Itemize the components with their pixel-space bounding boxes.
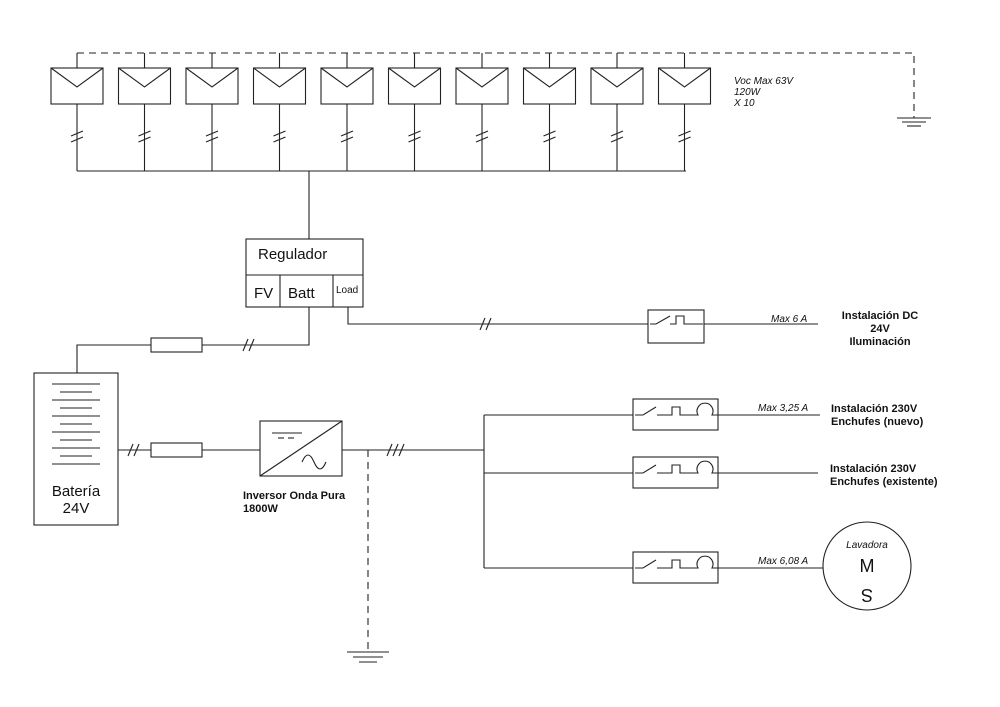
inverter-label-1: Inversor Onda Pura bbox=[243, 490, 346, 502]
two-wire-mark-inverter bbox=[127, 443, 140, 457]
panel-spec-qty: X 10 bbox=[733, 98, 755, 109]
pv-panel bbox=[50, 53, 104, 171]
pv-panel bbox=[455, 53, 509, 171]
regulator-port-pv: FV bbox=[254, 285, 273, 302]
pv-panel bbox=[320, 53, 374, 171]
dc-load-line bbox=[347, 307, 648, 325]
pv-panel bbox=[657, 53, 712, 171]
regulator-port-load: Load bbox=[336, 285, 358, 296]
dc-load-label-3: Iluminación bbox=[849, 336, 910, 348]
regulator-title: Regulador bbox=[258, 246, 327, 263]
two-wire-mark bbox=[340, 130, 354, 143]
two-wire-mark-dc bbox=[479, 317, 492, 331]
washer-motor: Lavadora M S bbox=[822, 521, 912, 611]
battery-label-2: 24V bbox=[63, 500, 90, 517]
ac-label-1b: Enchufes (nuevo) bbox=[831, 416, 924, 428]
pv-panel bbox=[387, 53, 442, 171]
ac-breaker-2 bbox=[484, 456, 818, 489]
ac-breaker-3 bbox=[484, 551, 823, 584]
motor-symbol-m: M bbox=[860, 556, 875, 576]
battery-fuse-top bbox=[150, 337, 203, 353]
regulator: Regulador FV Batt Load bbox=[245, 238, 364, 308]
two-wire-mark-battery bbox=[242, 338, 255, 352]
ac-rating-1: Max 3,25 A bbox=[758, 403, 809, 414]
two-wire-mark bbox=[70, 130, 84, 143]
battery-label-1: Batería bbox=[52, 483, 101, 500]
pv-panel bbox=[117, 53, 172, 171]
regulator-port-batt: Batt bbox=[288, 285, 316, 302]
inverter-earth-symbol bbox=[347, 651, 389, 663]
dc-load-label-2: 24V bbox=[870, 323, 890, 335]
two-wire-mark bbox=[543, 130, 556, 143]
two-wire-mark bbox=[408, 130, 421, 143]
ac-label-1a: Instalación 230V bbox=[831, 403, 918, 415]
panel-spec-voc: Voc Max 63V bbox=[734, 76, 794, 87]
pv-panel bbox=[185, 53, 239, 171]
battery-plates bbox=[52, 383, 100, 465]
dc-breaker bbox=[647, 309, 705, 344]
ac-label-2b: Enchufes (existente) bbox=[830, 476, 938, 488]
panel-spec-power: 120W bbox=[734, 87, 762, 98]
ac-label-2a: Instalación 230V bbox=[830, 463, 917, 475]
pv-panel bbox=[590, 53, 644, 171]
washer-label: Lavadora bbox=[846, 540, 888, 551]
inverter bbox=[259, 420, 343, 477]
two-wire-mark bbox=[610, 130, 624, 143]
inverter-label-2: 1800W bbox=[243, 503, 278, 515]
ac-breaker-1 bbox=[484, 398, 820, 431]
two-wire-mark bbox=[138, 130, 151, 143]
two-wire-mark bbox=[678, 130, 691, 143]
battery-fuse-bottom bbox=[150, 442, 203, 458]
two-wire-mark bbox=[273, 130, 286, 143]
pv-array bbox=[50, 53, 712, 171]
array-earth-line bbox=[77, 52, 915, 118]
pv-panel bbox=[522, 53, 577, 171]
ac-circuits bbox=[484, 398, 823, 584]
motor-symbol-s: S bbox=[861, 585, 873, 605]
dc-breaker-rating: Max 6 A bbox=[771, 314, 808, 325]
three-wire-mark-ac bbox=[386, 443, 405, 457]
ac-rating-3: Max 6,08 A bbox=[758, 556, 809, 567]
battery: Batería 24V bbox=[33, 372, 119, 526]
two-wire-mark bbox=[205, 130, 219, 143]
dc-load-label-1: Instalación DC bbox=[842, 310, 918, 322]
two-wire-mark bbox=[475, 130, 489, 143]
array-earth-symbol bbox=[897, 117, 931, 127]
pv-panel bbox=[252, 53, 307, 171]
